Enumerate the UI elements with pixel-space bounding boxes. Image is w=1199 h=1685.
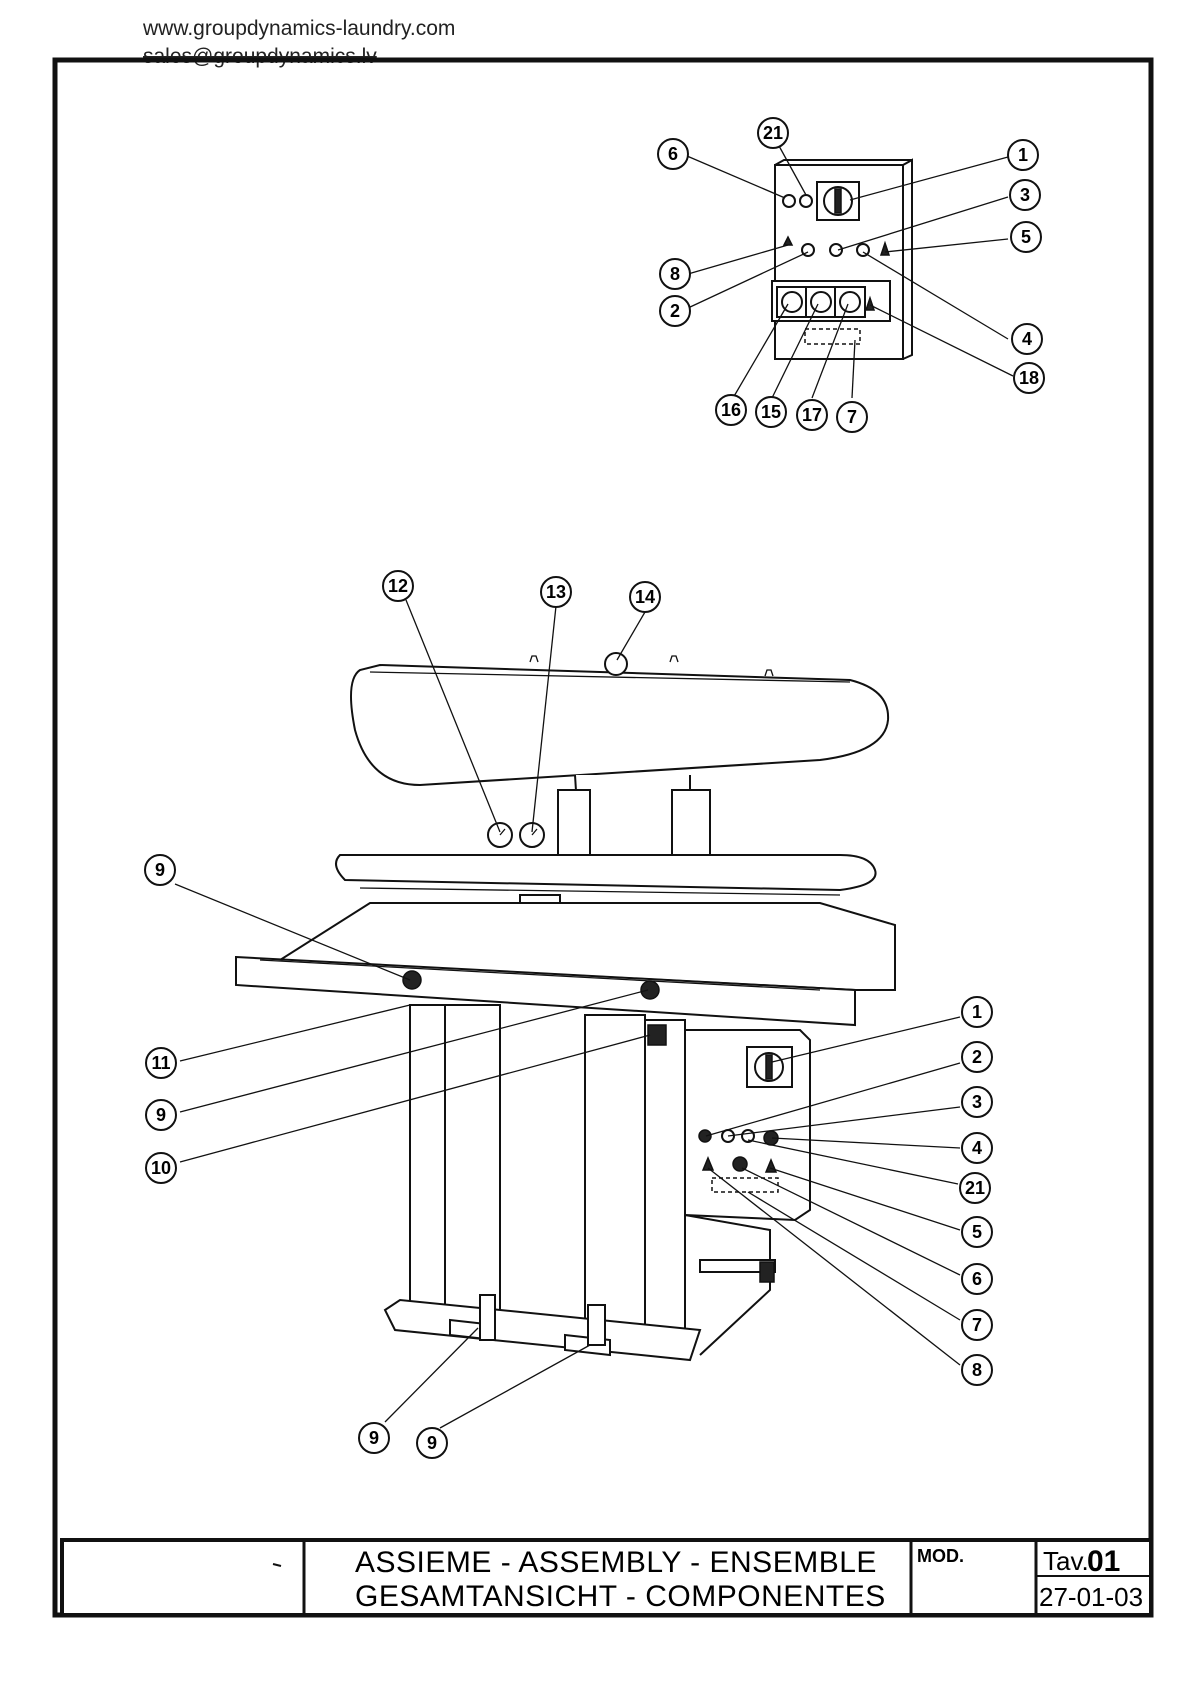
callout-label: 11 [151,1053,170,1073]
callout-label: 7 [847,407,857,427]
callout-label: 3 [1020,185,1030,205]
callout-marker: 21 [960,1173,990,1203]
callout-label: 8 [972,1360,982,1380]
callout-marker: 11 [146,1048,176,1078]
callout-marker: 1 [1008,140,1038,170]
tav-number: 01 [1087,1545,1120,1578]
callout-label: 4 [1022,329,1032,349]
callout-marker: 14 [630,582,660,612]
callout-label: 7 [972,1315,982,1335]
callout-marker: 16 [716,395,746,425]
callout-label: 9 [155,860,165,880]
callout-marker: 6 [962,1264,992,1294]
callout-label: 2 [972,1047,982,1067]
mod-label: MOD. [917,1546,964,1566]
callout-label: 14 [635,587,655,607]
callout-label: 10 [151,1158,171,1178]
callout-marker: 13 [541,577,571,607]
callout-marker: 6 [658,139,688,169]
title-line-2: GESAMTANSICHT - COMPONENTES [355,1580,886,1613]
callout-marker: 8 [660,259,690,289]
callout-label: 1 [972,1002,982,1022]
callout-marker: 5 [1011,222,1041,252]
callout-marker: 9 [417,1428,447,1458]
callout-label: 5 [1021,227,1031,247]
title-block: ASSIEME - ASSEMBLY - ENSEMBLE GESAMTANSI… [62,1540,1151,1615]
callout-marker: 1 [962,997,992,1027]
callout-label: 16 [721,400,741,420]
callout-marker: 4 [1012,324,1042,354]
callout-label: 21 [965,1178,985,1198]
callout-marker: 21 [758,118,788,148]
callout-label: 8 [670,264,680,284]
callout-label: 9 [427,1433,437,1453]
callout-label: 2 [670,301,680,321]
callout-marker: 2 [660,296,690,326]
callout-label: 4 [972,1138,982,1158]
callout-label: 21 [763,123,783,143]
callout-label: 13 [546,582,566,602]
callout-marker: 18 [1014,363,1044,393]
callout-marker: 9 [359,1423,389,1453]
callout-marker: 4 [962,1133,992,1163]
callout-label: 15 [761,402,781,422]
callout-marker: 5 [962,1217,992,1247]
callout-marker: 17 [797,400,827,430]
callout-marker: 8 [962,1355,992,1385]
callout-label: 6 [668,144,678,164]
callout-marker: 3 [962,1087,992,1117]
callout-label: 9 [369,1428,379,1448]
callout-marker: 12 [383,571,413,601]
callout-marker: 3 [1010,180,1040,210]
title-line-1: ASSIEME - ASSEMBLY - ENSEMBLE [355,1546,877,1579]
callout-label: 6 [972,1269,982,1289]
callout-label: 12 [388,576,408,596]
drawing-date: 27-01-03 [1039,1582,1143,1612]
callout-label: 18 [1019,368,1039,388]
press-machine [236,653,895,1360]
callout-marker: 10 [146,1153,176,1183]
callout-marker: 9 [145,855,175,885]
callout-label: 17 [802,405,822,425]
callout-marker: 7 [837,402,867,432]
callout-label: 3 [972,1092,982,1112]
callout-label: 5 [972,1222,982,1242]
tav-label: Tav. [1043,1546,1089,1576]
callout-marker: 7 [962,1310,992,1340]
callout-marker: 9 [146,1100,176,1130]
callout-marker: 2 [962,1042,992,1072]
callout-marker: 15 [756,397,786,427]
callout-label: 9 [156,1105,166,1125]
callout-label: 1 [1018,145,1028,165]
